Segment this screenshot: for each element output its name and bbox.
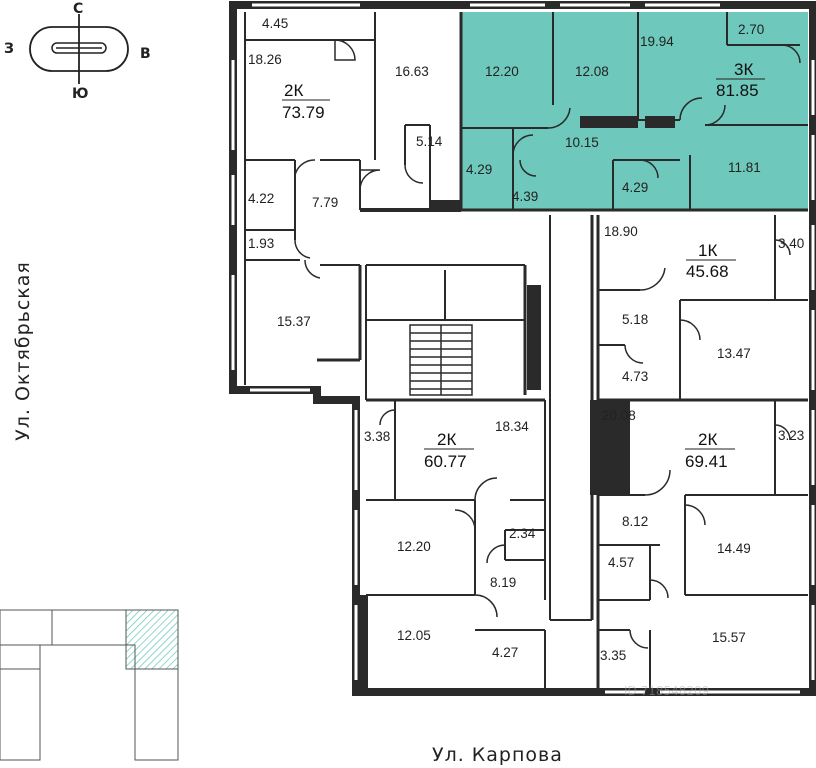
apartment-type-label: 2К — [284, 81, 303, 100]
windows — [231, 3, 815, 694]
room-area-label: 12.20 — [397, 539, 431, 554]
apartment-area-label: 81.85 — [716, 81, 759, 100]
compass-west-label: З — [4, 41, 14, 57]
room-area-label: 18.90 — [604, 224, 638, 239]
street-name-left: Ул. Октябрьская — [12, 261, 34, 441]
apartment-type-label: 2К — [437, 430, 456, 449]
room-area-label: 4.45 — [262, 16, 288, 31]
watermark: ID 718548209 — [624, 684, 710, 698]
apartment-type-label: 1К — [698, 241, 717, 260]
room-area-label: 4.39 — [512, 189, 538, 204]
room-area-label: 1.93 — [248, 236, 274, 251]
room-area-label: 4.27 — [492, 645, 518, 660]
room-area-label: 5.14 — [416, 134, 443, 149]
room-area-label: 8.19 — [490, 575, 516, 590]
room-area-label: 10.15 — [565, 135, 599, 150]
room-labels: 4.45 18.26 16.63 5.14 4.22 7.79 1.93 15.… — [248, 16, 804, 663]
room-area-label: 15.57 — [712, 630, 746, 645]
apartment-area-label: 60.77 — [424, 452, 467, 471]
room-area-label: 2.34 — [509, 526, 536, 541]
room-area-label: 3.40 — [778, 236, 804, 251]
apartment-type-label: 3К — [734, 60, 753, 79]
key-plan — [0, 609, 179, 761]
compass-icon: С Ю З В — [4, 1, 151, 102]
compass-south-label: Ю — [72, 86, 88, 102]
room-area-label: 19.94 — [640, 34, 674, 49]
room-area-label: 18.26 — [248, 52, 282, 67]
apartment-area-label: 73.79 — [282, 103, 325, 122]
highlighted-apartment-3k[interactable] — [461, 12, 808, 210]
apartment-labels: 2К 73.79 3К 81.85 1К 45.68 2К 60.77 2К 6… — [282, 60, 765, 471]
room-area-label: 12.20 — [485, 64, 519, 79]
compass-east-label: В — [140, 46, 151, 62]
room-area-label: 14.49 — [717, 541, 751, 556]
room-area-label: 3.35 — [600, 648, 626, 663]
room-area-label: 12.08 — [575, 64, 609, 79]
room-area-label: 4.57 — [608, 555, 634, 570]
room-area-label: 16.63 — [395, 64, 429, 79]
apartment-area-label: 69.41 — [685, 452, 728, 471]
room-area-label: 4.29 — [622, 180, 648, 195]
room-area-label: 4.22 — [248, 191, 274, 206]
room-area-label: 18.34 — [495, 419, 529, 434]
room-area-label: 2.70 — [738, 22, 764, 37]
room-area-label: 4.29 — [466, 162, 492, 177]
wall-accents — [354, 116, 675, 692]
apartment-area-label: 45.68 — [686, 262, 729, 281]
room-area-label: 3.38 — [364, 429, 390, 444]
room-area-label: 11.81 — [728, 160, 761, 175]
room-area-label: 3.23 — [778, 428, 804, 443]
street-name-bottom: Ул. Карпова — [432, 744, 563, 766]
room-area-label: 8.12 — [622, 514, 648, 529]
door-swings — [294, 39, 801, 649]
room-area-label: 7.79 — [312, 195, 338, 210]
room-area-label: 13.47 — [717, 346, 751, 361]
room-area-label: 15.37 — [277, 314, 311, 329]
room-area-label: 20.08 — [602, 408, 636, 423]
room-area-label: 12.05 — [397, 628, 431, 643]
room-area-label: 4.73 — [622, 369, 648, 384]
apartment-type-label: 2К — [698, 430, 717, 449]
room-area-label: 5.18 — [622, 312, 648, 327]
compass-north-label: С — [73, 1, 83, 17]
staircase — [409, 324, 473, 396]
